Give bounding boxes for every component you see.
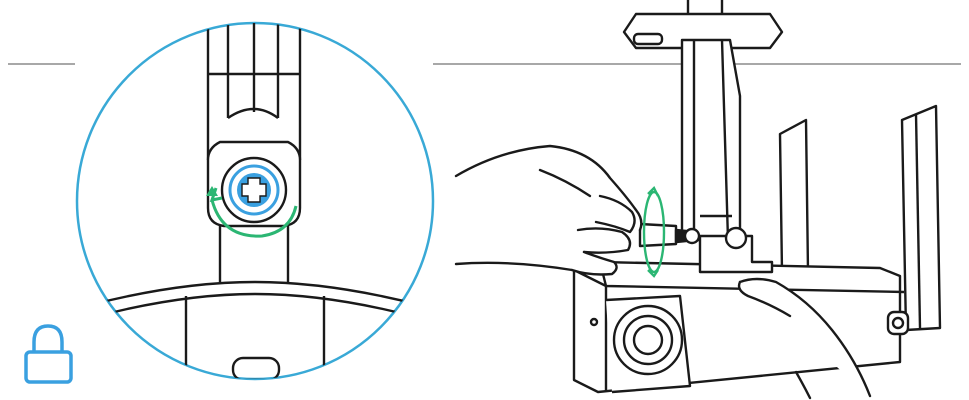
camera-body — [572, 260, 910, 394]
rotate-arrow-icon — [642, 185, 666, 278]
mount-arm — [680, 38, 742, 242]
screw-icon — [220, 156, 288, 224]
hand-support — [737, 277, 872, 400]
magnifier-detail — [75, 21, 435, 381]
antenna-left — [778, 118, 810, 274]
ceiling-mount — [622, 0, 784, 50]
antenna-right — [900, 104, 942, 332]
bracket-hinge — [698, 226, 774, 274]
lock-icon — [24, 324, 73, 384]
hand-screwdriver — [454, 144, 643, 276]
screwdriver — [638, 222, 701, 248]
rotate-arrow-icon — [206, 186, 298, 238]
